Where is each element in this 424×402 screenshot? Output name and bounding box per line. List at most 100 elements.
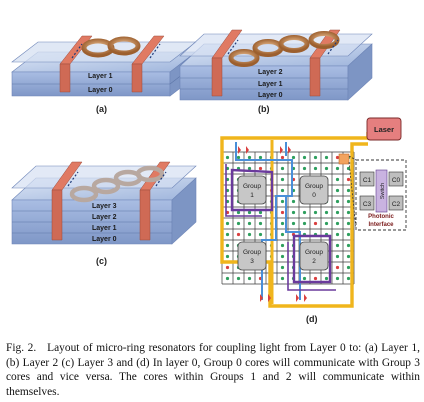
mesh-node-dot [335,243,340,248]
purple-waveguide [230,168,274,212]
panel-c-layer-0: Layer 0 [92,236,117,243]
mesh-node-dot [280,232,285,237]
panel-a-layer-0: Layer 0 [88,87,113,94]
mesh-node-dot [280,188,285,193]
mesh-node-dot [313,210,318,215]
group-1-box: Group 1 [237,175,267,205]
panel-d-label: (d) [306,314,318,324]
mesh-node-dot [302,276,307,281]
mesh-node-dot [225,254,230,259]
mesh-node-dot [313,221,318,226]
photonic-label-2: Interface [368,222,394,228]
group-3-label: Group [243,249,261,256]
group-0-box: Group 0 [299,175,329,205]
mesh-node-dot [291,210,296,215]
group-2-label: Group [305,249,323,256]
mesh-node-dot [236,155,241,160]
mesh-node-dot [280,254,285,259]
caption-fig: Fig. 2. [6,342,37,354]
blue-waveguide [235,142,293,300]
mesh-node-dot [247,221,252,226]
mesh-node-dot [313,155,318,160]
mesh-node-dot [236,221,241,226]
core-c1: C1 [363,177,372,184]
mesh-node-dot [346,221,351,226]
panel-b-layer-0: Layer 0 [258,92,283,99]
panel-b-layer-1: Layer 1 [258,81,283,88]
mesh-node-dot [280,276,285,281]
mesh-node-dot [346,276,351,281]
group-1-number: 1 [250,192,254,199]
panel-b-layer-2: Layer 2 [258,69,283,76]
mesh-node-dot [291,221,296,226]
group-1-label: Group [243,183,261,190]
panel-a-label: (a) [96,104,107,114]
group-0-number: 0 [312,192,316,199]
mesh-node-dot [247,210,252,215]
group-2-box: Group 2 [299,241,329,271]
mesh-node-dot [324,221,329,226]
mesh-node-dot [280,199,285,204]
figure-caption: Fig. 2. Layout of micro-ring resonators … [6,341,420,399]
group-0-label: Group [305,183,323,190]
mesh-node-dot [324,276,329,281]
mesh-node-dot [302,210,307,215]
mesh-node-dot [258,155,263,160]
mesh-node-dot [335,232,340,237]
mesh-node-dot [236,276,241,281]
mesh-node-dot [346,177,351,182]
mesh-node-dot [335,276,340,281]
photonic-interface: C1 C0 C3 C2 Switch Photonic Interface [355,159,407,231]
mesh-node-dot [291,155,296,160]
mesh-node-dot [280,155,285,160]
mesh-node-dot [346,199,351,204]
panel-a-layer-1: Layer 1 [88,73,113,80]
mesh-node-dot [280,210,285,215]
mesh-node-dot [335,221,340,226]
mesh-node-dot [346,232,351,237]
mesh-node-dot [236,232,241,237]
mesh-node-dot [225,265,230,270]
mesh-node-dot [258,210,263,215]
mesh-node-dot [346,254,351,259]
group-3-number: 3 [250,258,254,265]
mesh-node-dot [313,276,318,281]
mesh-node-dot [302,166,307,171]
caption-text: Layout of micro-ring resonators for coup… [6,342,420,398]
panel-c: Layer 3 Layer 2 Layer 1 Layer 0 (c) [11,161,197,266]
panel-c-label: (c) [96,256,107,266]
mesh-node-dot [225,243,230,248]
mesh-node-dot [346,265,351,270]
mesh-node-dot [346,166,351,171]
mesh-node-dot [313,166,318,171]
mesh-node-dot [247,232,252,237]
mesh-node-dot [346,243,351,248]
mesh-node-dot [225,221,230,226]
mesh-node-dot [280,177,285,182]
mesh-node-dot [280,221,285,226]
panel-a: Layer 1 Layer 0 (a) [11,35,197,114]
mesh-node-dot [324,166,329,171]
mesh-node-dot [258,232,263,237]
mesh-node-dot [258,166,263,171]
mesh-node-dot [335,166,340,171]
group-2-number: 2 [312,258,316,265]
panel-c-layer-2: Layer 2 [92,214,117,221]
laser-box: Laser [366,117,402,141]
mesh-node-dot [291,199,296,204]
panel-b-label: (b) [258,104,270,114]
panel-c-layer-1: Layer 1 [92,225,117,232]
mesh-node-dot [324,155,329,160]
mesh-node-dot [302,155,307,160]
mesh-node-dot [225,276,230,281]
photonic-label-1: Photonic [368,214,394,220]
core-c3: C3 [363,201,372,208]
panel-c-layer-3: Layer 3 [92,203,117,210]
core-c0: C0 [392,177,401,184]
panel-b: Layer 2 Layer 1 Layer 0 (b) [179,29,373,114]
mesh-node-dot [247,155,252,160]
mesh-node-dot [280,166,285,171]
mesh-node-dot [324,210,329,215]
figure: Layer 1 Layer 0 (a) Layer 2 Layer 1 Laye… [11,29,407,324]
laser-path [220,132,370,308]
